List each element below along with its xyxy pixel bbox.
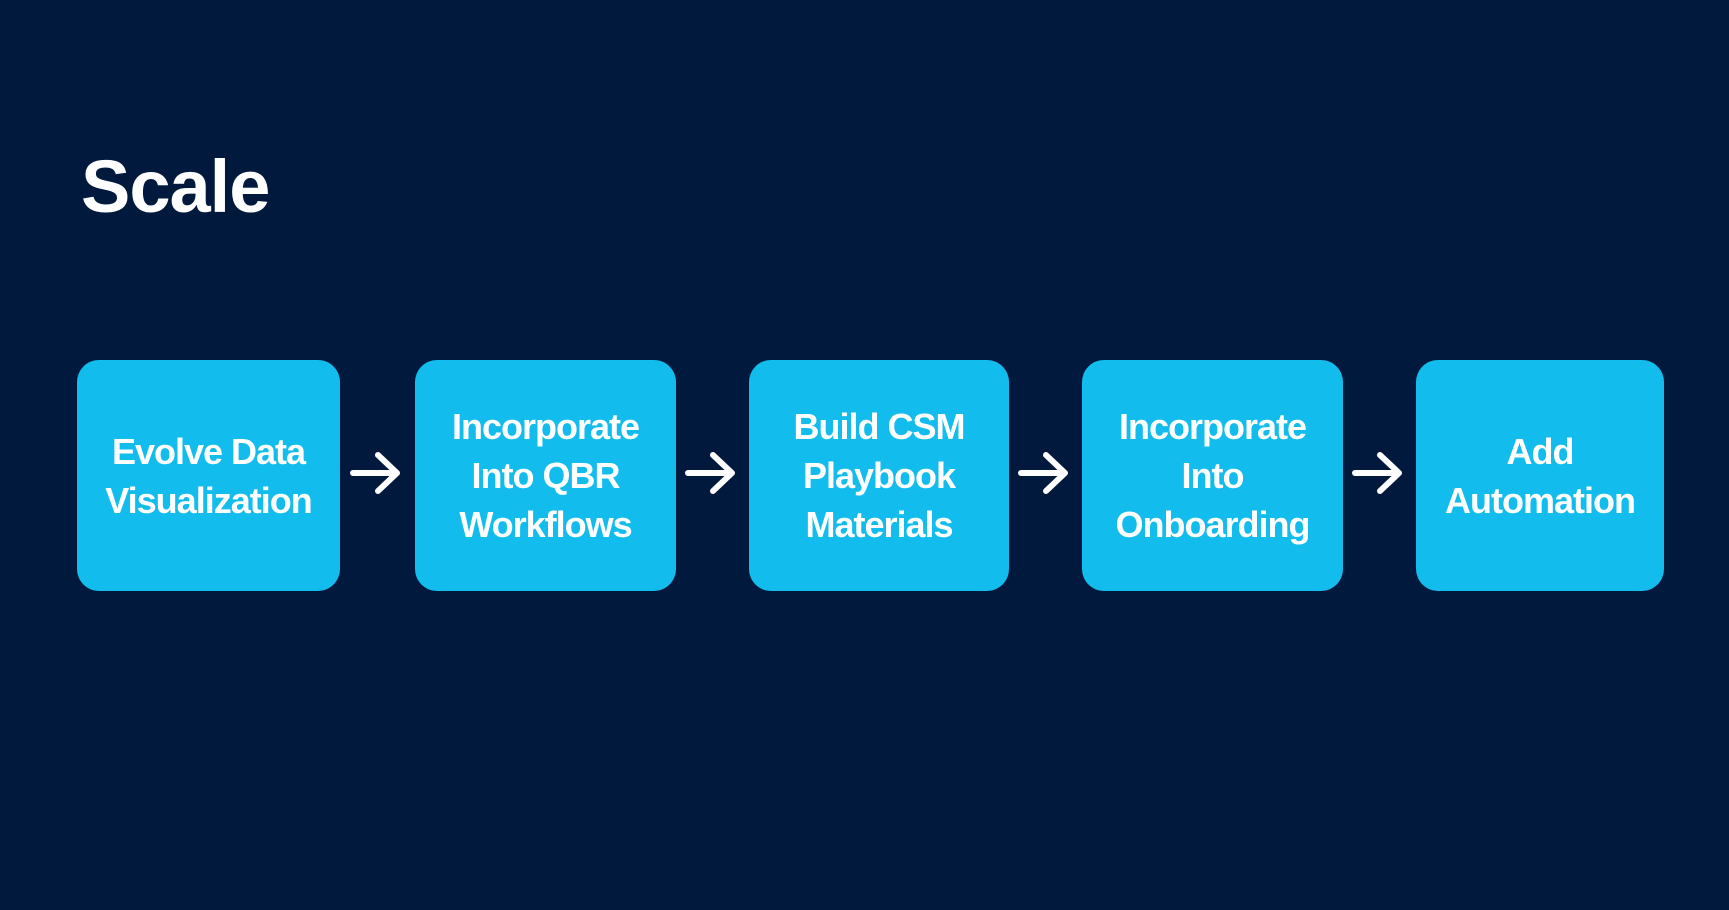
arrow-right-icon [1351,447,1407,499]
step-label: Build CSM Playbook Materials [793,406,966,545]
step-label: Evolve Data Visualization [105,430,312,521]
diagram-title: Scale [81,145,270,228]
step-evolve-data-visualization: Evolve Data Visualization [77,360,340,591]
step-incorporate-into-qbr-workflows: Incorporate Into QBR Workflows [415,360,676,591]
step-build-csm-playbook-materials: Build CSM Playbook Materials [749,360,1009,591]
step-label: Incorporate Into QBR Workflows [451,406,640,545]
arrow-right-icon [1017,447,1073,499]
arrow-right-icon [349,447,405,499]
step-incorporate-into-onboarding: Incorporate Into Onboarding [1082,360,1343,591]
step-label: Add Automation [1445,430,1636,521]
arrow-right-icon [684,447,740,499]
step-add-automation: Add Automation [1416,360,1664,591]
step-label: Incorporate Into Onboarding [1115,406,1311,545]
